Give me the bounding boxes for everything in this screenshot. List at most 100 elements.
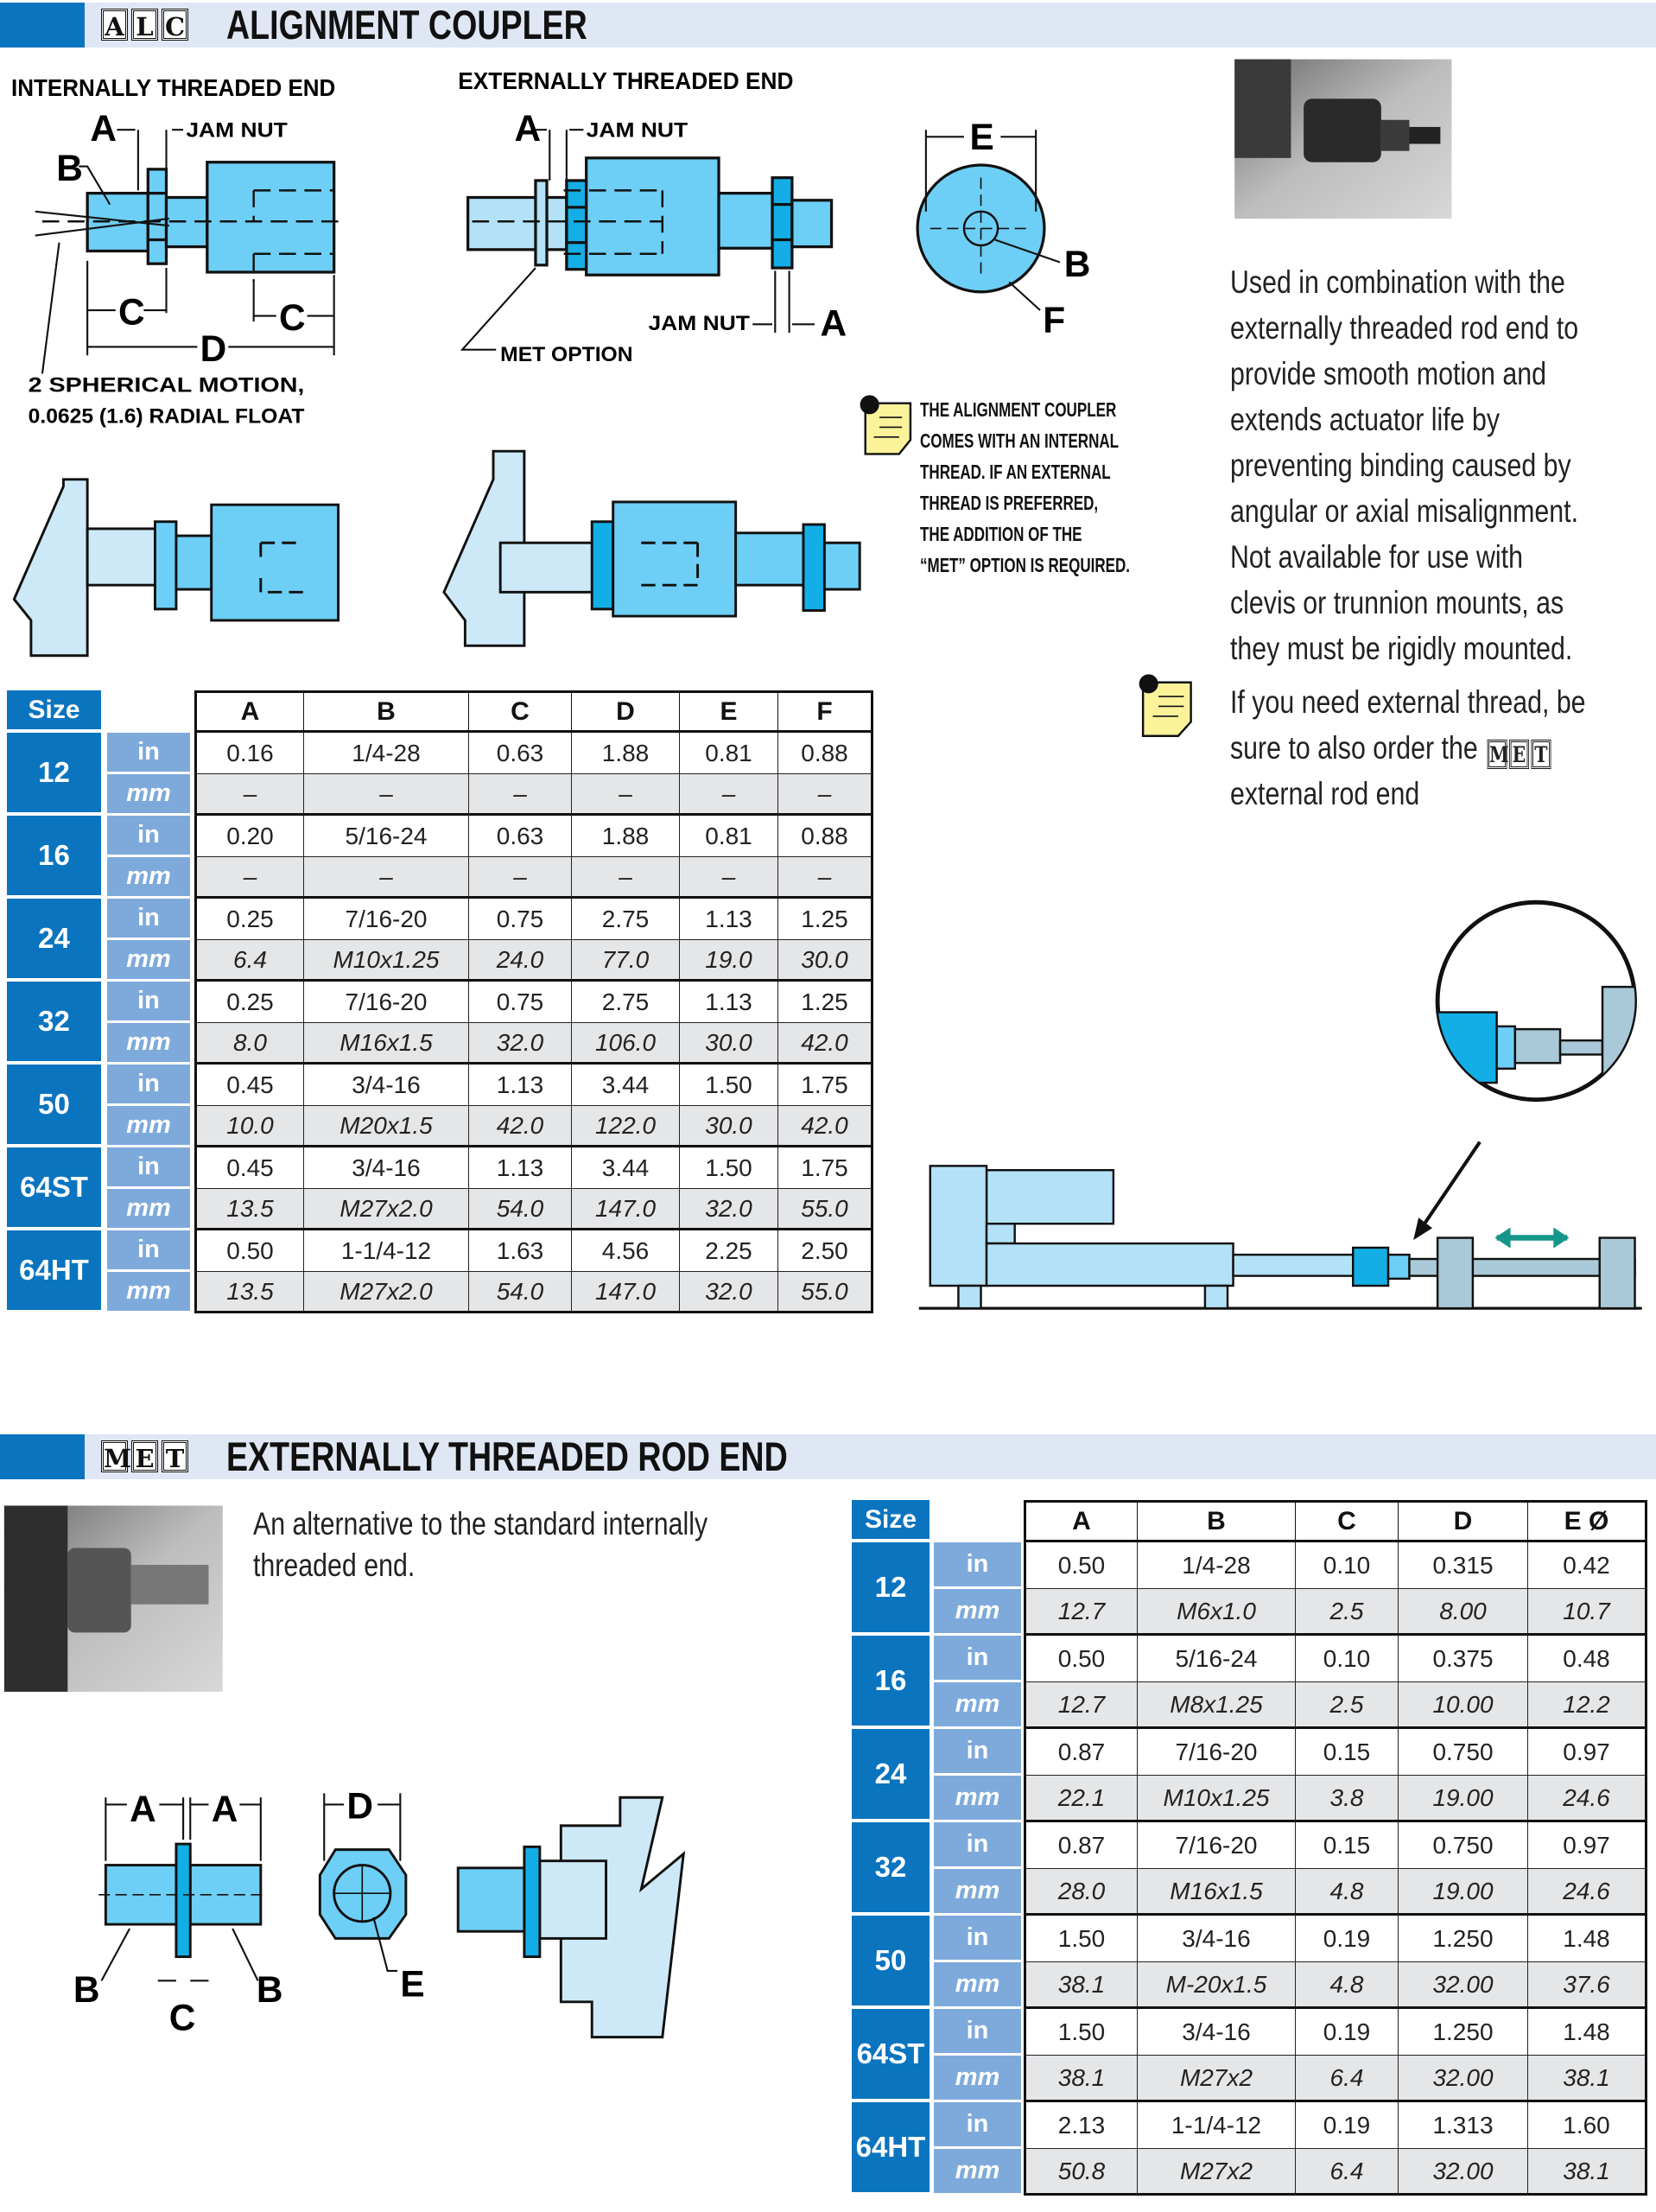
met-rod-end-photo [3, 1505, 223, 1692]
column-header: D [1399, 1500, 1528, 1542]
label-e: E [969, 117, 993, 157]
label-c: C [279, 297, 306, 338]
column-header: D [572, 690, 680, 733]
table-cell: 1.13 [469, 1147, 572, 1189]
description-line: provide smooth motion and [1230, 356, 1546, 391]
table-cell: 42.0 [778, 1023, 873, 1065]
table-cell: M10x1.25 [304, 940, 469, 982]
table-cell: 0.97 [1528, 1729, 1647, 1776]
table-cell: 0.750 [1399, 1729, 1528, 1776]
table-cell: 5/16-24 [1138, 1636, 1296, 1682]
table-cell: 1.48 [1528, 2009, 1647, 2056]
table-cell: 4.8 [1296, 1962, 1399, 2009]
table-cell: 0.19 [1296, 1916, 1399, 1962]
unit-in: in [107, 816, 190, 857]
label-b: B [1064, 244, 1091, 284]
table-cell: 12.2 [1528, 1682, 1647, 1729]
label-f: F [1043, 300, 1065, 340]
table-cell: 1/4-28 [304, 733, 469, 774]
unit-in: in [934, 2102, 1021, 2149]
table-cell: 0.19 [1296, 2009, 1399, 2056]
table-cell: 6.4 [1296, 2056, 1399, 2102]
table-cell: 3.8 [1296, 1776, 1399, 1822]
table-cell: – [778, 774, 873, 816]
table-cell: 1.88 [572, 733, 680, 774]
table-cell: 1.88 [572, 816, 680, 857]
table-cell: 1.13 [680, 899, 778, 940]
table-cell: 1.25 [778, 982, 873, 1023]
size-header: Size [852, 1500, 930, 1539]
unit-in: in [107, 899, 190, 940]
unit-mm: mm [934, 2149, 1021, 2196]
column-header: F [778, 690, 873, 733]
table-cell: 0.63 [469, 816, 572, 857]
column-header: C [469, 690, 572, 733]
unit-mm: mm [107, 857, 190, 899]
size-cell: 32 [7, 982, 101, 1065]
table-cell: 1.25 [778, 899, 873, 940]
external-end-drawing: EXTERNALLY THREADED END A A JAM NUT JAM … [458, 67, 847, 366]
table-cell: 38.1 [1024, 1962, 1138, 2009]
table-cell: 0.10 [1296, 1636, 1399, 1682]
description-line: An alternative to the standard internall… [253, 1506, 708, 1541]
section-title: EXTERNALLY THREADED ROD END [226, 1433, 788, 1479]
label-b: B [56, 148, 83, 188]
table-cell: 0.87 [1024, 1729, 1138, 1776]
table-cell: 7/16-20 [1138, 1729, 1296, 1776]
table-cell: – [304, 774, 469, 816]
table-cell: 19.00 [1399, 1776, 1528, 1822]
table-cell: 32.0 [680, 1189, 778, 1230]
table-cell: M6x1.0 [1138, 1589, 1296, 1636]
table-cell: 147.0 [572, 1272, 680, 1313]
unit-in: in [107, 1230, 190, 1272]
table-cell: 19.00 [1399, 1869, 1528, 1916]
table-cell: 0.19 [1296, 2102, 1399, 2149]
size-cell: 50 [7, 1065, 101, 1147]
table-cell: 32.00 [1399, 2056, 1528, 2102]
table-cell: 3.44 [572, 1147, 680, 1189]
unit-in: in [934, 1729, 1021, 1776]
table-cell: 0.16 [194, 733, 304, 774]
table-cell: M16x1.5 [304, 1023, 469, 1065]
met-side-drawing: A A B B C [73, 1789, 283, 2037]
table-cell: 19.0 [680, 940, 778, 982]
size-cell: 64ST [852, 2009, 930, 2102]
label-a: A [90, 108, 117, 149]
table-cell: – [572, 857, 680, 899]
table-cell: 147.0 [572, 1189, 680, 1230]
table-cell: 32.00 [1399, 2149, 1528, 2196]
table-cell: 54.0 [469, 1272, 572, 1313]
note-line: THREAD IS PREFERRED, [920, 492, 1099, 514]
table-cell: – [304, 857, 469, 899]
table-cell: 50.8 [1024, 2149, 1138, 2196]
note-icon [1139, 674, 1192, 737]
table-cell: M16x1.5 [1138, 1869, 1296, 1916]
unit-mm: mm [934, 2056, 1021, 2102]
table-cell: 55.0 [778, 1272, 873, 1313]
jam-nut-label: JAM NUT [648, 312, 750, 335]
external-assembly-drawing [442, 449, 861, 647]
note-line: THE ALIGNMENT COUPLER [920, 398, 1117, 421]
table-cell: 1.13 [469, 1065, 572, 1106]
table-cell: 1.50 [1024, 1916, 1138, 1962]
table-cell: 2.5 [1296, 1682, 1399, 1729]
code-letter: M [1487, 740, 1509, 769]
code-letter: T [1531, 740, 1551, 769]
table-cell: 0.97 [1528, 1822, 1647, 1869]
table-cell: 6.4 [1296, 2149, 1399, 2196]
header-accent [0, 1434, 85, 1479]
description-line: threaded end. [253, 1548, 416, 1583]
unit-mm: mm [934, 1682, 1021, 1729]
table-cell: 24.0 [469, 940, 572, 982]
table-cell: 1-1/4-12 [1138, 2102, 1296, 2149]
code-letter: M [101, 1440, 131, 1473]
internal-end-drawing: INTERNALLY THREADED END A B C C D [11, 74, 346, 429]
description-line: clevis or trunnion mounts, as [1230, 585, 1564, 620]
table-cell: 0.315 [1399, 1542, 1528, 1589]
description-line: preventing binding caused by [1230, 448, 1571, 483]
column-header: E Ø [1528, 1500, 1647, 1542]
table-cell: 106.0 [572, 1023, 680, 1065]
table-cell: 24.6 [1528, 1776, 1647, 1822]
table-cell: 7/16-20 [304, 982, 469, 1023]
